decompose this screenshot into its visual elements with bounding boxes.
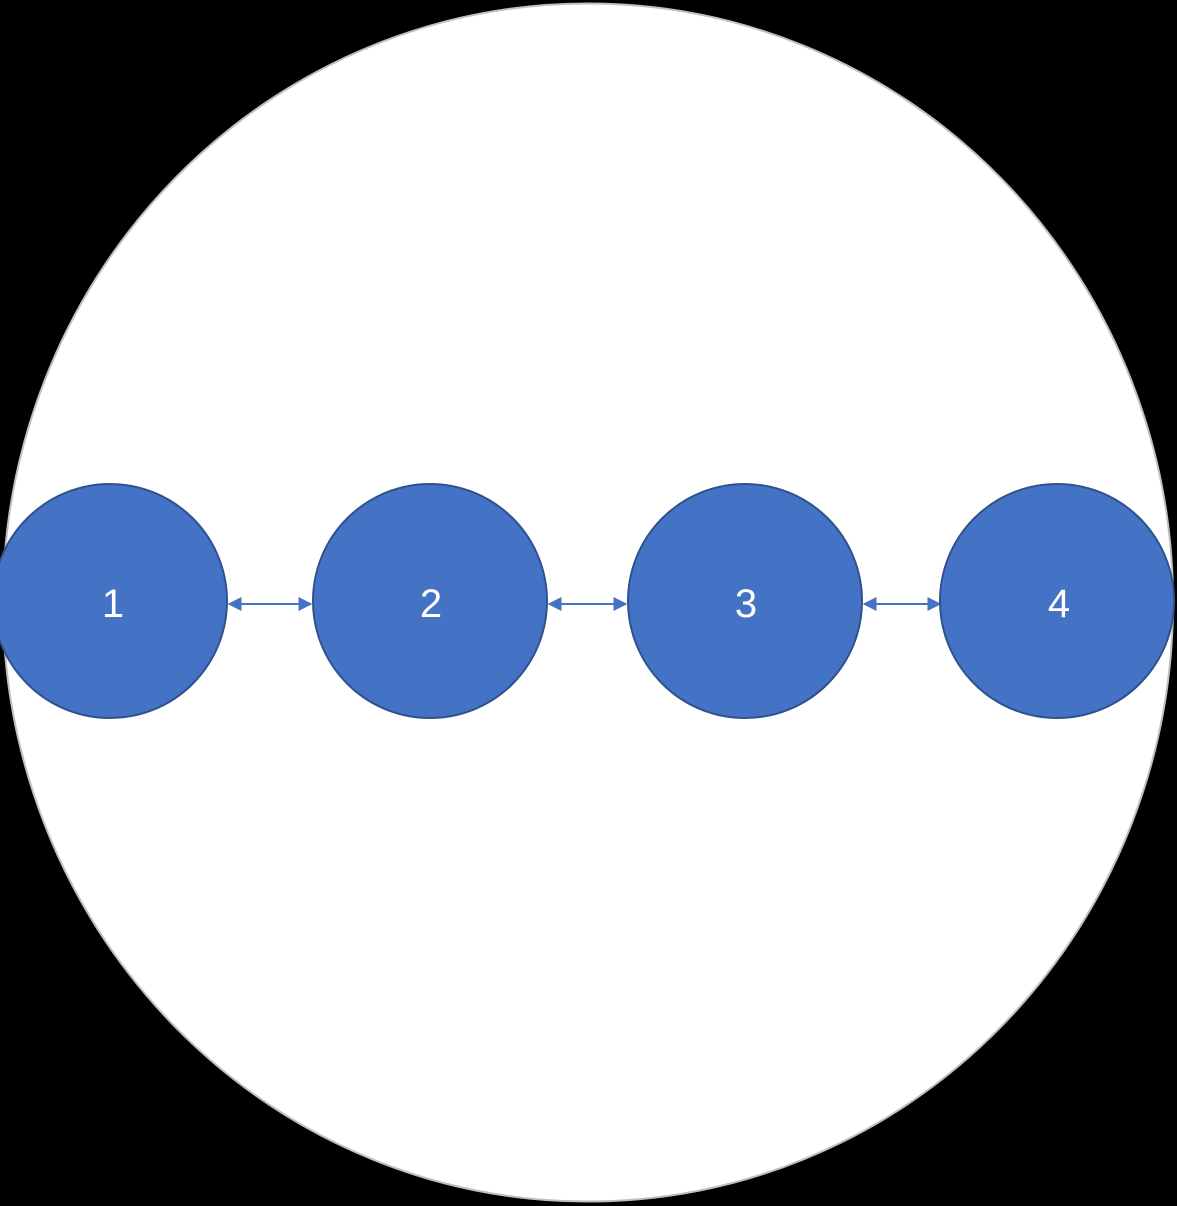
node-3-label: 3 — [735, 582, 757, 626]
node-3-circle[interactable] — [627, 483, 863, 719]
node-2-circle[interactable] — [312, 483, 548, 719]
node-group: 1 2 3 4 — [0, 483, 1175, 719]
node-2[interactable]: 2 — [312, 483, 548, 719]
node-2-label: 2 — [420, 582, 442, 626]
node-1-circle[interactable] — [0, 483, 228, 719]
node-4-circle[interactable] — [939, 483, 1175, 719]
node-1[interactable]: 1 — [0, 483, 228, 719]
node-3[interactable]: 3 — [627, 483, 863, 719]
node-4-label: 4 — [1048, 582, 1070, 626]
node-4[interactable]: 4 — [939, 483, 1175, 719]
node-1-label: 1 — [102, 582, 124, 626]
